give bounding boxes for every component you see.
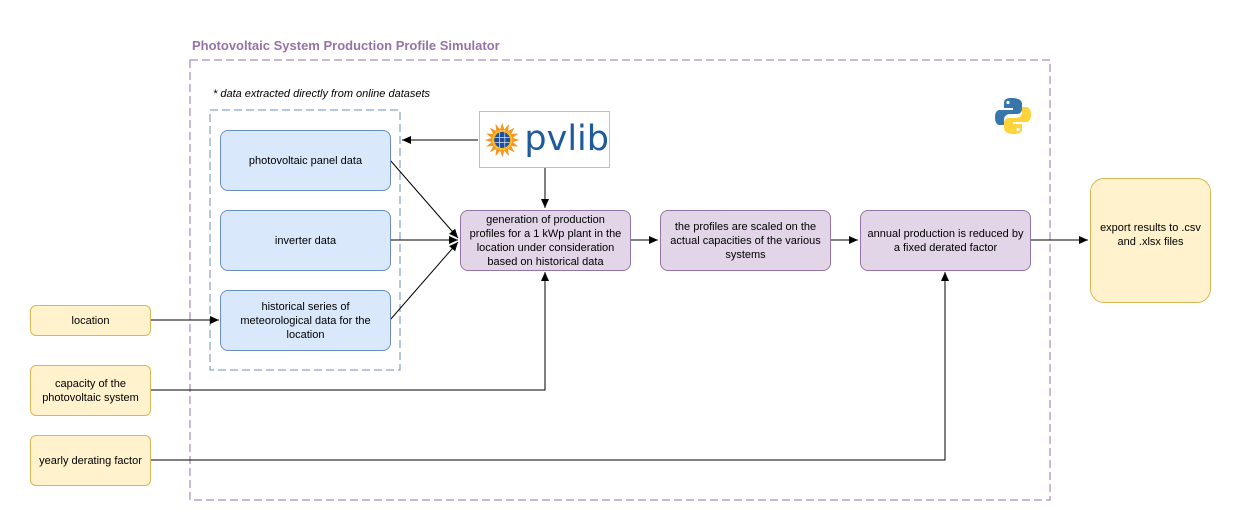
node-derating: annual production is reduced by a fixed … bbox=[860, 210, 1031, 271]
simulator-boundary bbox=[189, 59, 1051, 501]
export-label: export results to .csv and .xlsx files bbox=[1100, 222, 1201, 248]
input-location: location bbox=[30, 305, 151, 336]
pvlib-sun-icon bbox=[484, 122, 520, 157]
pvlib-wordmark: pvlib bbox=[524, 119, 609, 159]
python-logo-icon bbox=[995, 98, 1031, 134]
connector-capacity-to-generation bbox=[150, 272, 549, 391]
diagram-title: Photovoltaic System Production Profile S… bbox=[192, 38, 500, 53]
node-meteo-data: historical series of meteorological data… bbox=[220, 290, 391, 351]
input-yearly-derating: yearly derating factor bbox=[30, 435, 151, 486]
node-panel-data: photovoltaic panel data bbox=[220, 130, 391, 191]
input-capacity: capacity of the photovoltaic system bbox=[30, 365, 151, 416]
connector-meteo-to-generation bbox=[389, 241, 459, 321]
node-generation: generation of production profiles for a … bbox=[460, 210, 631, 271]
node-inverter-data: inverter data bbox=[220, 210, 391, 271]
node-export: export results to .csv and .xlsx files bbox=[1090, 178, 1211, 303]
dataset-note: * data extracted directly from online da… bbox=[213, 88, 431, 100]
connector-yearly-to-derating bbox=[150, 272, 949, 461]
node-scaling: the profiles are scaled on the actual ca… bbox=[660, 210, 831, 271]
connector-panel-to-generation bbox=[389, 159, 459, 239]
pvlib-logo: pvlib bbox=[479, 111, 610, 168]
